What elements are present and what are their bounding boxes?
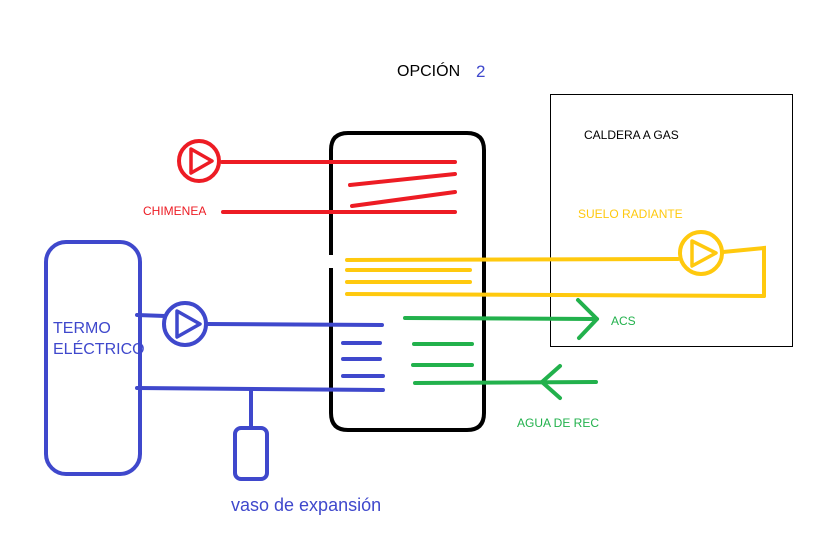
vaso-expansion: [233, 426, 269, 481]
suelo-radiante-circuit: [345, 245, 766, 298]
suelo-pump-icon: [678, 230, 724, 276]
page-title: OPCIÓN: [397, 63, 461, 80]
termo-circuit: [135, 313, 385, 430]
storage-tank: [329, 131, 486, 432]
chimenea-circuit: [220, 160, 457, 214]
page-title-number: 2: [476, 62, 486, 81]
caldera-box: [550, 94, 793, 347]
termo-label-line2: ELÉCTRICO: [53, 341, 145, 358]
termo-tank: [44, 240, 142, 476]
vaso-label: vaso de expansión: [231, 495, 382, 515]
caldera-label: CALDERA A GAS: [584, 128, 679, 142]
suelo-radiante-label: SUELO RADIANTE: [578, 207, 683, 221]
acs-arrow-right-icon: [576, 298, 599, 340]
acs-circuit: [403, 316, 598, 385]
termo-label: TERMO ELÉCTRICO: [53, 318, 145, 360]
acs-label: ACS: [611, 314, 636, 328]
termo-pump-icon: [162, 301, 208, 347]
chimenea-pump-icon: [177, 139, 221, 183]
agua-de-red-label: AGUA DE REC: [517, 416, 600, 430]
agua-arrow-left-icon: [540, 364, 562, 400]
termo-label-line1: TERMO: [53, 320, 111, 337]
chimenea-label: CHIMENEA: [143, 204, 207, 218]
